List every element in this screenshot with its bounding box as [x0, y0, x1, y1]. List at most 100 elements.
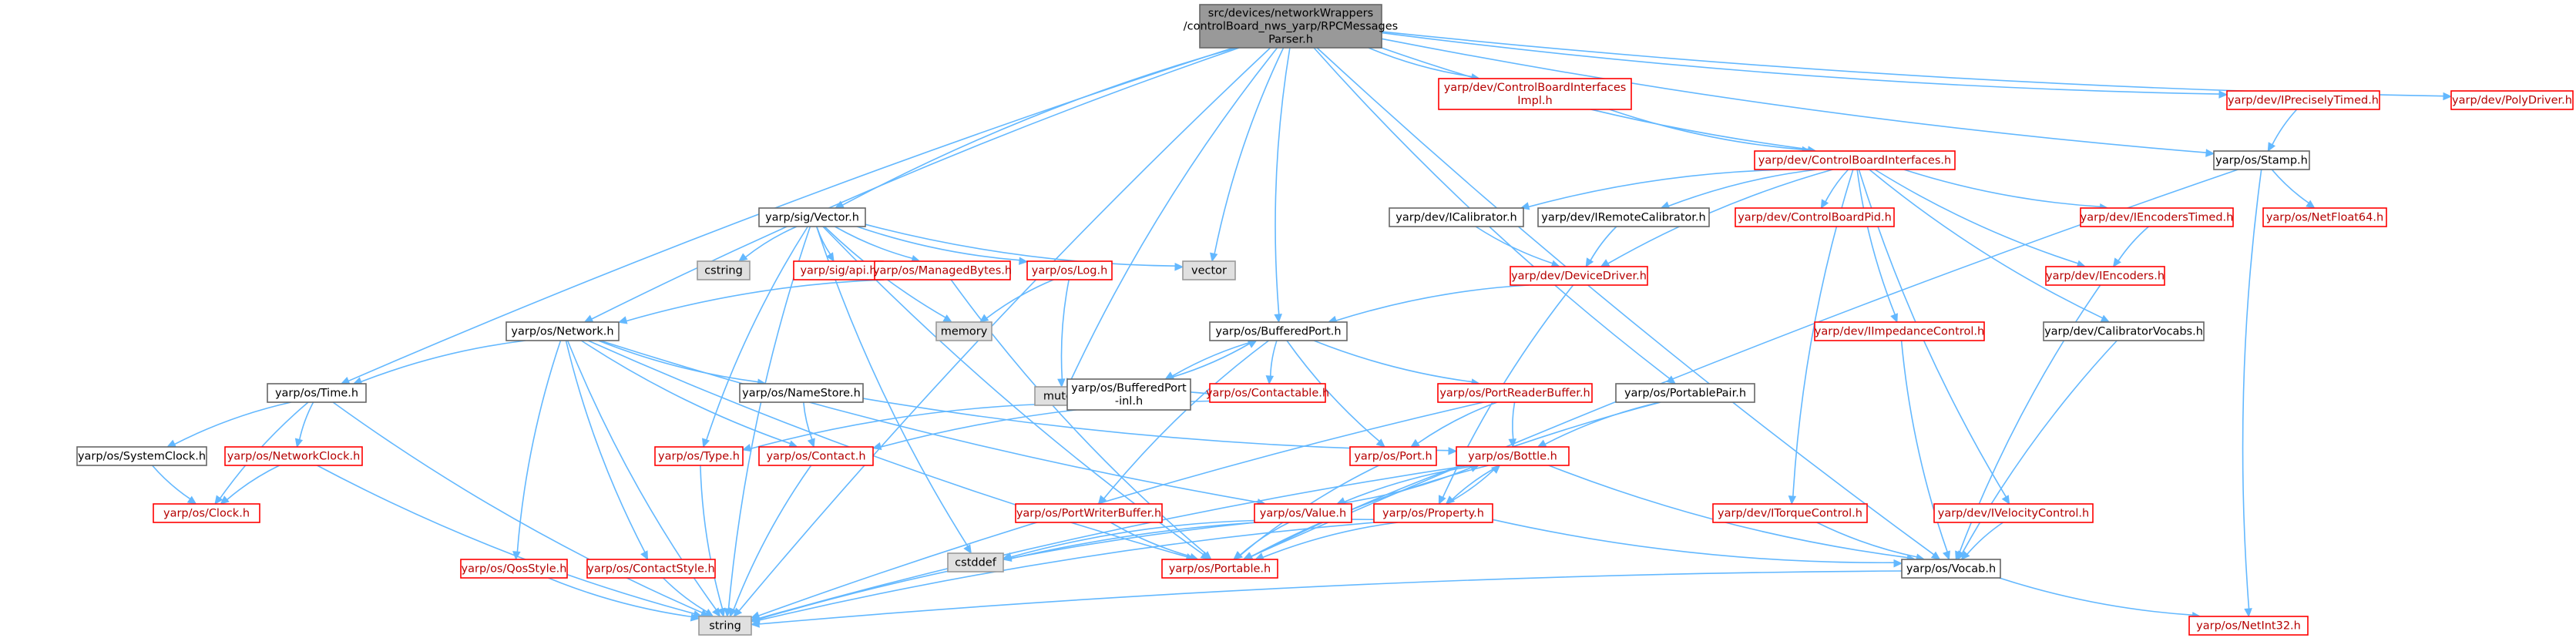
- node-devicedriver[interactable]: yarp/dev/DeviceDriver.h: [1510, 266, 1648, 286]
- node-time[interactable]: yarp/os/Time.h: [267, 383, 367, 403]
- node-ivelocity[interactable]: yarp/dev/IVelocityControl.h: [1933, 503, 2094, 523]
- node-contact[interactable]: yarp/os/Contact.h: [758, 446, 874, 466]
- node-box: [947, 552, 1004, 573]
- node-string: string: [698, 616, 752, 636]
- arrowhead: [702, 438, 710, 448]
- node-label: yarp/os/Type.h: [658, 451, 740, 463]
- node-iimpedance[interactable]: yarp/dev/IImpedanceControl.h: [1814, 321, 1985, 341]
- node-clock[interactable]: yarp/os/Clock.h: [153, 503, 260, 523]
- edge-property-to-string: [757, 522, 1375, 621]
- node-label: yarp/os/Stamp.h: [2215, 155, 2308, 167]
- node-label: yarp/dev/ControlBoardInterfaces: [1444, 82, 1627, 94]
- edge-property-to-vocab: [1492, 519, 1896, 564]
- node-iencoders[interactable]: yarp/dev/IEncoders.h: [2045, 266, 2165, 286]
- edge-bufferedport-to-bufferedportinl: [1171, 340, 1257, 378]
- node-box: [1026, 260, 1113, 280]
- node-type[interactable]: yarp/os/Type.h: [654, 446, 744, 466]
- node-sigvector[interactable]: yarp/sig/Vector.h: [758, 207, 866, 227]
- node-cbpid[interactable]: yarp/dev/ControlBoardPid.h: [1735, 207, 1895, 227]
- node-contactstyle[interactable]: yarp/os/ContactStyle.h: [586, 559, 716, 579]
- edge-root-to-network: [590, 47, 1240, 321]
- edge-network-to-value: [599, 340, 1259, 503]
- node-box: [1389, 207, 1524, 227]
- node-iencoderstimed[interactable]: yarp/dev/IEncodersTimed.h: [2080, 207, 2234, 227]
- arrowhead: [963, 544, 972, 555]
- node-label: yarp/dev/PolyDriver.h: [2452, 95, 2572, 107]
- arrowhead: [1957, 550, 1966, 561]
- node-box: [2213, 150, 2310, 170]
- edge-root-to-stamp: [1381, 38, 2208, 153]
- node-label: string: [709, 620, 741, 633]
- arrowhead: [1019, 257, 1029, 265]
- edge-managedbytes-to-network: [625, 279, 885, 322]
- node-box: [1437, 383, 1593, 403]
- node-stamp[interactable]: yarp/os/Stamp.h: [2213, 150, 2310, 170]
- arrowhead: [1202, 551, 1212, 560]
- arrowhead: [640, 550, 649, 561]
- edge-type-to-string: [700, 465, 724, 610]
- node-portable[interactable]: yarp/os/Portable.h: [1161, 559, 1278, 579]
- arrowhead: [1890, 313, 1898, 324]
- arrowhead: [1445, 495, 1456, 505]
- edge-networkclock-to-string: [317, 465, 696, 615]
- node-box: [1456, 446, 1570, 466]
- node-portreaderbuffer[interactable]: yarp/os/PortReaderBuffer.h: [1437, 383, 1593, 403]
- arrowhead: [1375, 438, 1385, 448]
- edge-systemclock-to-clock: [151, 465, 192, 500]
- node-root[interactable]: src/devices/networkWrappers/controlBoard…: [1184, 4, 1398, 49]
- node-polydriver[interactable]: yarp/dev/PolyDriver.h: [2450, 90, 2574, 110]
- node-box: [224, 446, 363, 466]
- node-label: yarp/os/Clock.h: [163, 508, 250, 520]
- edge-property-to-portable: [1261, 522, 1398, 559]
- node-vocab[interactable]: yarp/os/Vocab.h: [1901, 559, 2001, 579]
- node-netfloat64[interactable]: yarp/os/NetFloat64.h: [2262, 207, 2387, 227]
- edge-sigvector-to-type: [705, 226, 808, 442]
- node-property[interactable]: yarp/os/Property.h: [1373, 503, 1493, 523]
- node-namestore[interactable]: yarp/os/NameStore.h: [739, 383, 864, 403]
- node-box: [697, 260, 751, 280]
- edge-ivelocity-to-vocab: [1966, 522, 2003, 556]
- node-managedbytes[interactable]: yarp/os/ManagedBytes.h: [873, 260, 1012, 280]
- node-bottle[interactable]: yarp/os/Bottle.h: [1456, 446, 1570, 466]
- node-box: [2043, 321, 2205, 341]
- edge-root-to-vocab: [1316, 47, 1935, 556]
- node-box: [935, 321, 992, 341]
- node-box: [1933, 503, 2094, 523]
- node-iprecisely[interactable]: yarp/dev/IPreciselyTimed.h: [2226, 90, 2380, 110]
- node-calibvocabs[interactable]: yarp/dev/CalibratorVocabs.h: [2043, 321, 2205, 341]
- node-systemclock[interactable]: yarp/os/SystemClock.h: [76, 446, 207, 466]
- node-value[interactable]: yarp/os/Value.h: [1254, 503, 1352, 523]
- node-box: [1537, 207, 1710, 227]
- node-bufferedport[interactable]: yarp/os/BufferedPort.h: [1209, 321, 1348, 341]
- node-cbi[interactable]: yarp/dev/ControlBoardInterfaces.h: [1754, 150, 1956, 170]
- node-log[interactable]: yarp/os/Log.h: [1026, 260, 1113, 280]
- edge-portreaderbuffer-to-bottle: [1512, 401, 1516, 441]
- node-vector: vector: [1182, 260, 1236, 280]
- arrowhead: [872, 442, 882, 451]
- node-contactable[interactable]: yarp/os/Contactable.h: [1206, 383, 1329, 403]
- node-box: [505, 321, 620, 341]
- node-netint32[interactable]: yarp/os/NetInt32.h: [2188, 616, 2309, 636]
- node-iremotecal[interactable]: yarp/dev/IRemoteCalibrator.h: [1537, 207, 1710, 227]
- edge-iencoderstimed-to-iencoders: [2117, 226, 2149, 262]
- node-cstddef: cstddef: [947, 552, 1004, 573]
- arrowhead: [1585, 257, 1594, 268]
- node-sigapi[interactable]: yarp/sig/api.h: [793, 260, 884, 280]
- node-itorque[interactable]: yarp/dev/ITorqueControl.h: [1712, 503, 1868, 523]
- node-box: [758, 207, 866, 227]
- node-box: [153, 503, 260, 523]
- node-networkclock[interactable]: yarp/os/NetworkClock.h: [224, 446, 363, 466]
- node-icalibrator[interactable]: yarp/dev/ICalibrator.h: [1389, 207, 1524, 227]
- node-port[interactable]: yarp/os/Port.h: [1349, 446, 1437, 466]
- node-label: /controlBoard_nws_yarp/RPCMessages: [1184, 21, 1398, 33]
- node-label: yarp/os/NetFloat64.h: [2266, 212, 2383, 224]
- edge-network-to-contact: [580, 340, 791, 445]
- node-network[interactable]: yarp/os/Network.h: [505, 321, 620, 341]
- node-bufferedportinl[interactable]: yarp/os/BufferedPort-inl.h: [1066, 378, 1191, 411]
- node-qosstyle[interactable]: yarp/os/QosStyle.h: [460, 559, 568, 579]
- arrowhead: [1960, 550, 1970, 560]
- node-portablepair[interactable]: yarp/os/PortablePair.h: [1615, 383, 1755, 403]
- node-label: yarp/os/BufferedPort.h: [1215, 326, 1341, 338]
- node-portwriterbuffer[interactable]: yarp/os/PortWriterBuffer.h: [1015, 503, 1163, 523]
